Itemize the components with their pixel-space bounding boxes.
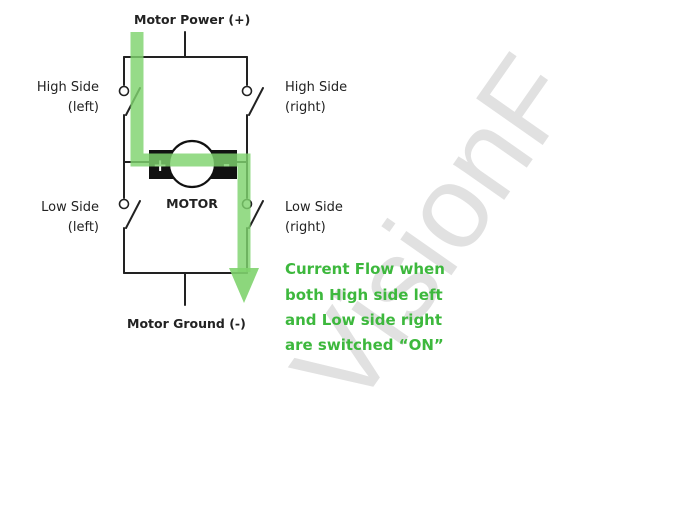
high-left-label: High Side	[37, 80, 99, 95]
annotation-line-3: and Low side right	[285, 311, 442, 329]
low-left-switch-arm	[125, 200, 141, 229]
annotation-line-4: are switched “ON”	[285, 336, 444, 354]
motor-ground-label: Motor Ground (-)	[127, 316, 246, 331]
high-right-contact	[241, 85, 253, 97]
current-flow-path	[130, 32, 251, 272]
annotation-line-1: Current Flow when	[285, 260, 445, 278]
high-right-label: High Side	[285, 80, 347, 95]
low-left-contact	[118, 198, 130, 210]
high-right-switch-arm	[248, 87, 264, 116]
high-left-contact	[118, 85, 130, 97]
low-right-label: Low Side	[285, 200, 343, 215]
low-left-sublabel: (left)	[68, 220, 99, 235]
low-right-switch-arm	[248, 200, 264, 229]
high-right-sublabel: (right)	[285, 100, 326, 115]
low-right-sublabel: (right)	[285, 220, 326, 235]
motor-label: MOTOR	[166, 196, 218, 211]
annotation-line-2: both High side left	[285, 286, 443, 304]
high-left-sublabel: (left)	[68, 100, 99, 115]
low-left-label: Low Side	[41, 200, 99, 215]
current-flow-annotation: Current Flow when both High side left an…	[285, 260, 445, 354]
motor-power-label: Motor Power (+)	[134, 12, 250, 27]
current-flow-arrowhead	[229, 268, 259, 303]
